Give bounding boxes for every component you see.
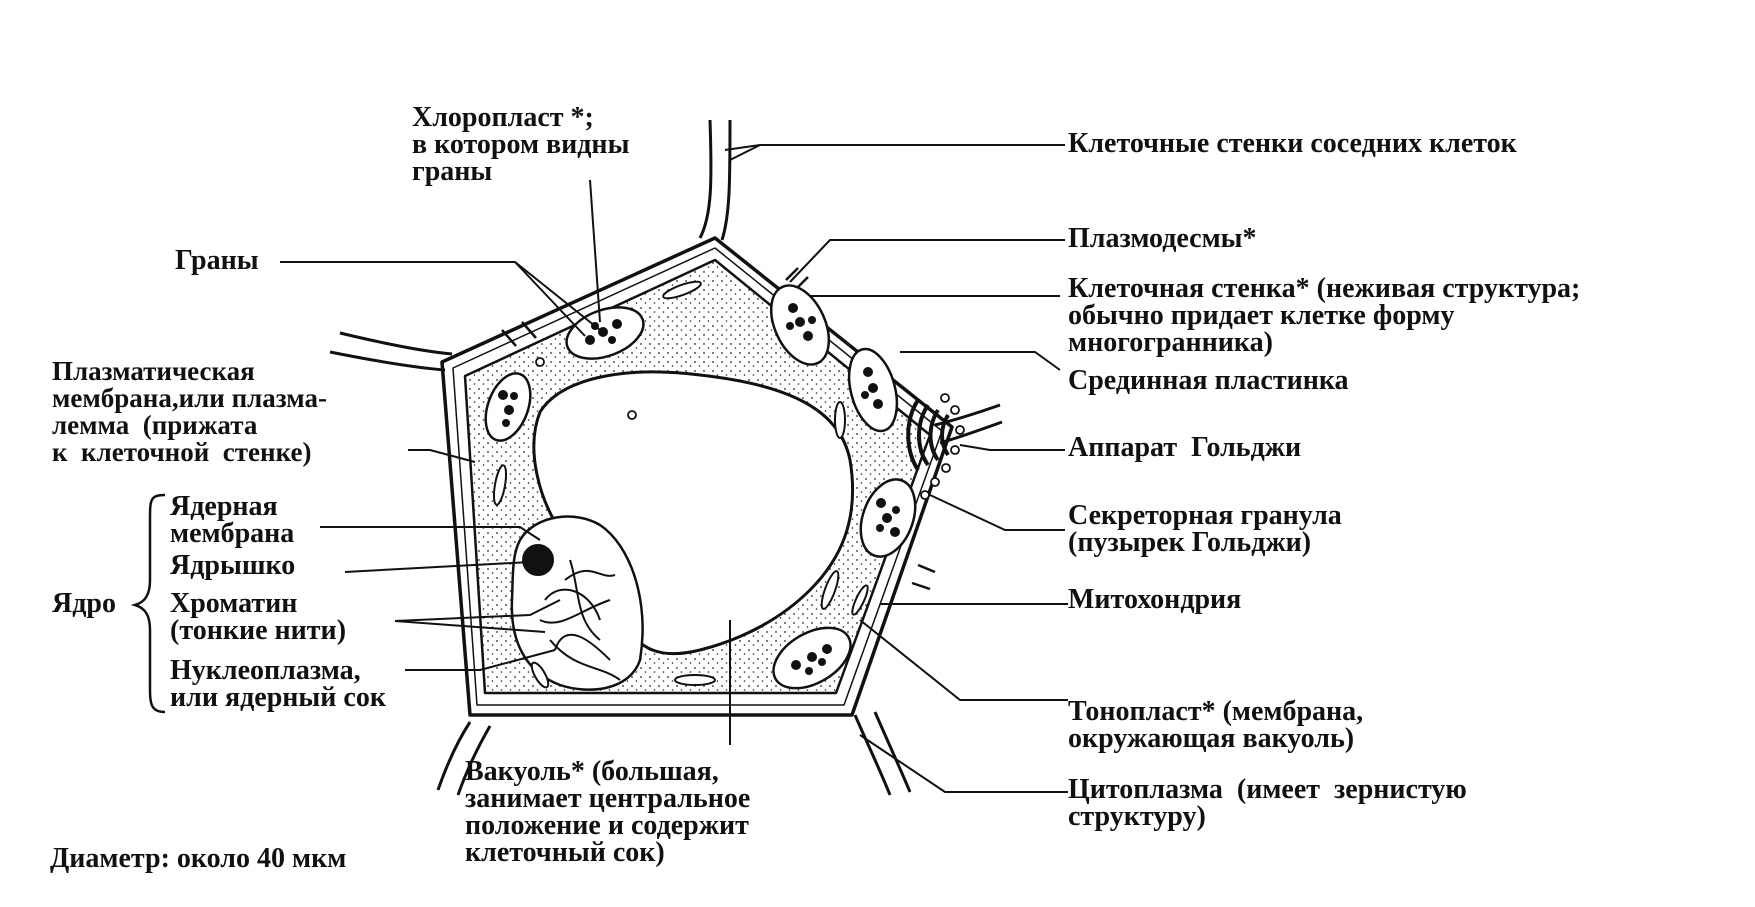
neighbor-walls-label: Клеточные стенки соседних клеток	[1068, 128, 1517, 159]
nucleus-label: Ядро	[52, 588, 116, 619]
nucleoplasm-label: Нуклеоплазма, или ядерный сок	[170, 655, 386, 713]
cell-wall-outer	[440, 236, 954, 717]
diameter-label: Диаметр: около 40 мкм	[50, 843, 347, 874]
nucleolus-label: Ядрышко	[170, 550, 296, 581]
neighbor-cell-walls	[329, 119, 1003, 796]
mitochondrion-label: Митохондрия	[1068, 584, 1242, 615]
chromatin-label: Хроматин (тонкие нити)	[170, 588, 347, 646]
chloroplast-label: Хлоропласт *; в котором видны граны	[412, 102, 630, 187]
nuclear-membrane-label: Ядерная мембрана	[170, 491, 295, 549]
plasma-membrane-label: Плазматическая мембрана,или плазма- лемм…	[52, 356, 327, 467]
secretory-granule-label: Секреторная гранула (пузырек Гольджи)	[1068, 500, 1342, 558]
plasmodesmata	[501, 267, 936, 591]
tonoplast-label: Тонопласт* (мембрана, окружающая вакуоль…	[1068, 696, 1364, 754]
cell-wall-label: Клеточная стенка* (неживая структура; об…	[1068, 273, 1581, 358]
cytoplasm-label: Цитоплазма (имеет зернистую структуру)	[1068, 774, 1467, 832]
leader-lines	[280, 144, 1068, 793]
golgi-apparatus	[906, 398, 950, 472]
golgi-vesicles	[535, 357, 965, 500]
vacuole-label: Вакуоль* (большая, занимает центральное …	[465, 756, 751, 868]
middle-lamella-label: Срединная пластинка	[1068, 365, 1349, 396]
mitochondria	[492, 280, 869, 689]
plasmodesmata-label: Плазмодесмы*	[1068, 223, 1257, 254]
golgi-label: Аппарат Гольджи	[1068, 432, 1302, 463]
middle-lamella	[452, 247, 943, 706]
grana	[498, 303, 900, 675]
nucleus-brace	[130, 493, 166, 714]
grana-label: Граны	[175, 245, 259, 276]
nucleus	[510, 515, 644, 691]
